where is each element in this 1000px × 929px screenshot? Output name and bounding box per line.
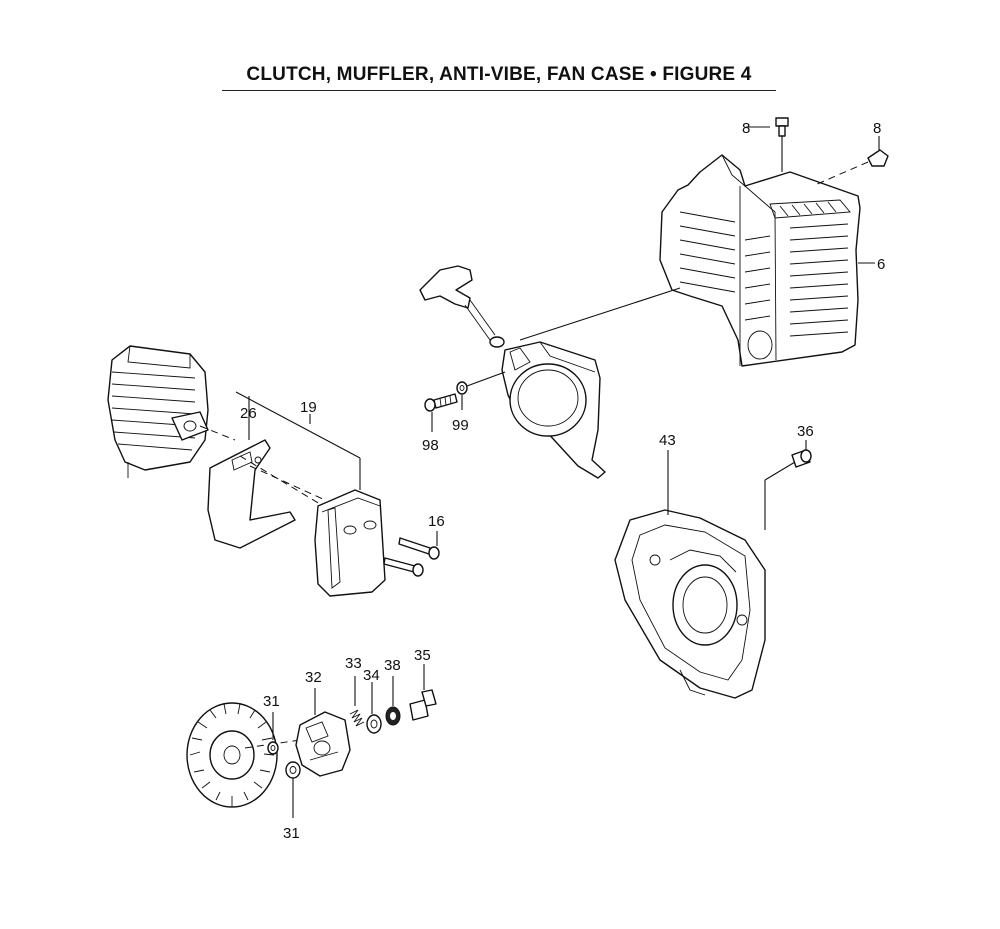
cylinder-part xyxy=(107,345,209,478)
screw-8-top-part xyxy=(775,117,789,172)
callout-34: 34 xyxy=(363,667,380,684)
screw-36-part xyxy=(791,449,812,468)
callout-26: 26 xyxy=(240,405,257,422)
spring-33-part xyxy=(349,676,365,727)
washer-31-lower-part xyxy=(285,761,301,779)
callout-98: 98 xyxy=(422,437,439,454)
screw-8-side-part xyxy=(814,149,889,186)
washer-34-part xyxy=(366,714,382,734)
recoil-starter-part xyxy=(419,265,606,479)
callout-99: 99 xyxy=(452,417,469,434)
fan-case-part xyxy=(659,154,861,367)
bolt-16-part xyxy=(383,537,440,577)
callout-19: 19 xyxy=(300,399,317,416)
clutch-assembly-part xyxy=(295,711,351,777)
callout-8-side: 8 xyxy=(873,120,881,137)
flywheel-part xyxy=(186,702,278,808)
callout-35: 35 xyxy=(414,647,431,664)
callout-16: 16 xyxy=(428,513,445,530)
callout-33: 33 xyxy=(345,655,362,672)
muffler-guard-part xyxy=(207,439,296,549)
figure-title: CLUTCH, MUFFLER, ANTI-VIBE, FAN CASE • F… xyxy=(222,62,776,91)
bolt-35-part xyxy=(409,689,437,721)
callout-32: 32 xyxy=(305,669,322,686)
callout-8-top: 8 xyxy=(742,120,750,137)
callout-43: 43 xyxy=(659,432,676,449)
fan-cover-part xyxy=(614,509,766,699)
washer-99-part xyxy=(456,381,468,395)
callout-38: 38 xyxy=(384,657,401,674)
screw-98-part xyxy=(424,393,458,412)
muffler-part xyxy=(314,489,386,597)
callout-31-lower: 31 xyxy=(283,825,300,842)
washer-38-part xyxy=(385,706,401,726)
washer-31-upper-part xyxy=(267,741,279,755)
callout-31-upper: 31 xyxy=(263,693,280,710)
callout-36: 36 xyxy=(797,423,814,440)
callout-6: 6 xyxy=(877,256,885,273)
